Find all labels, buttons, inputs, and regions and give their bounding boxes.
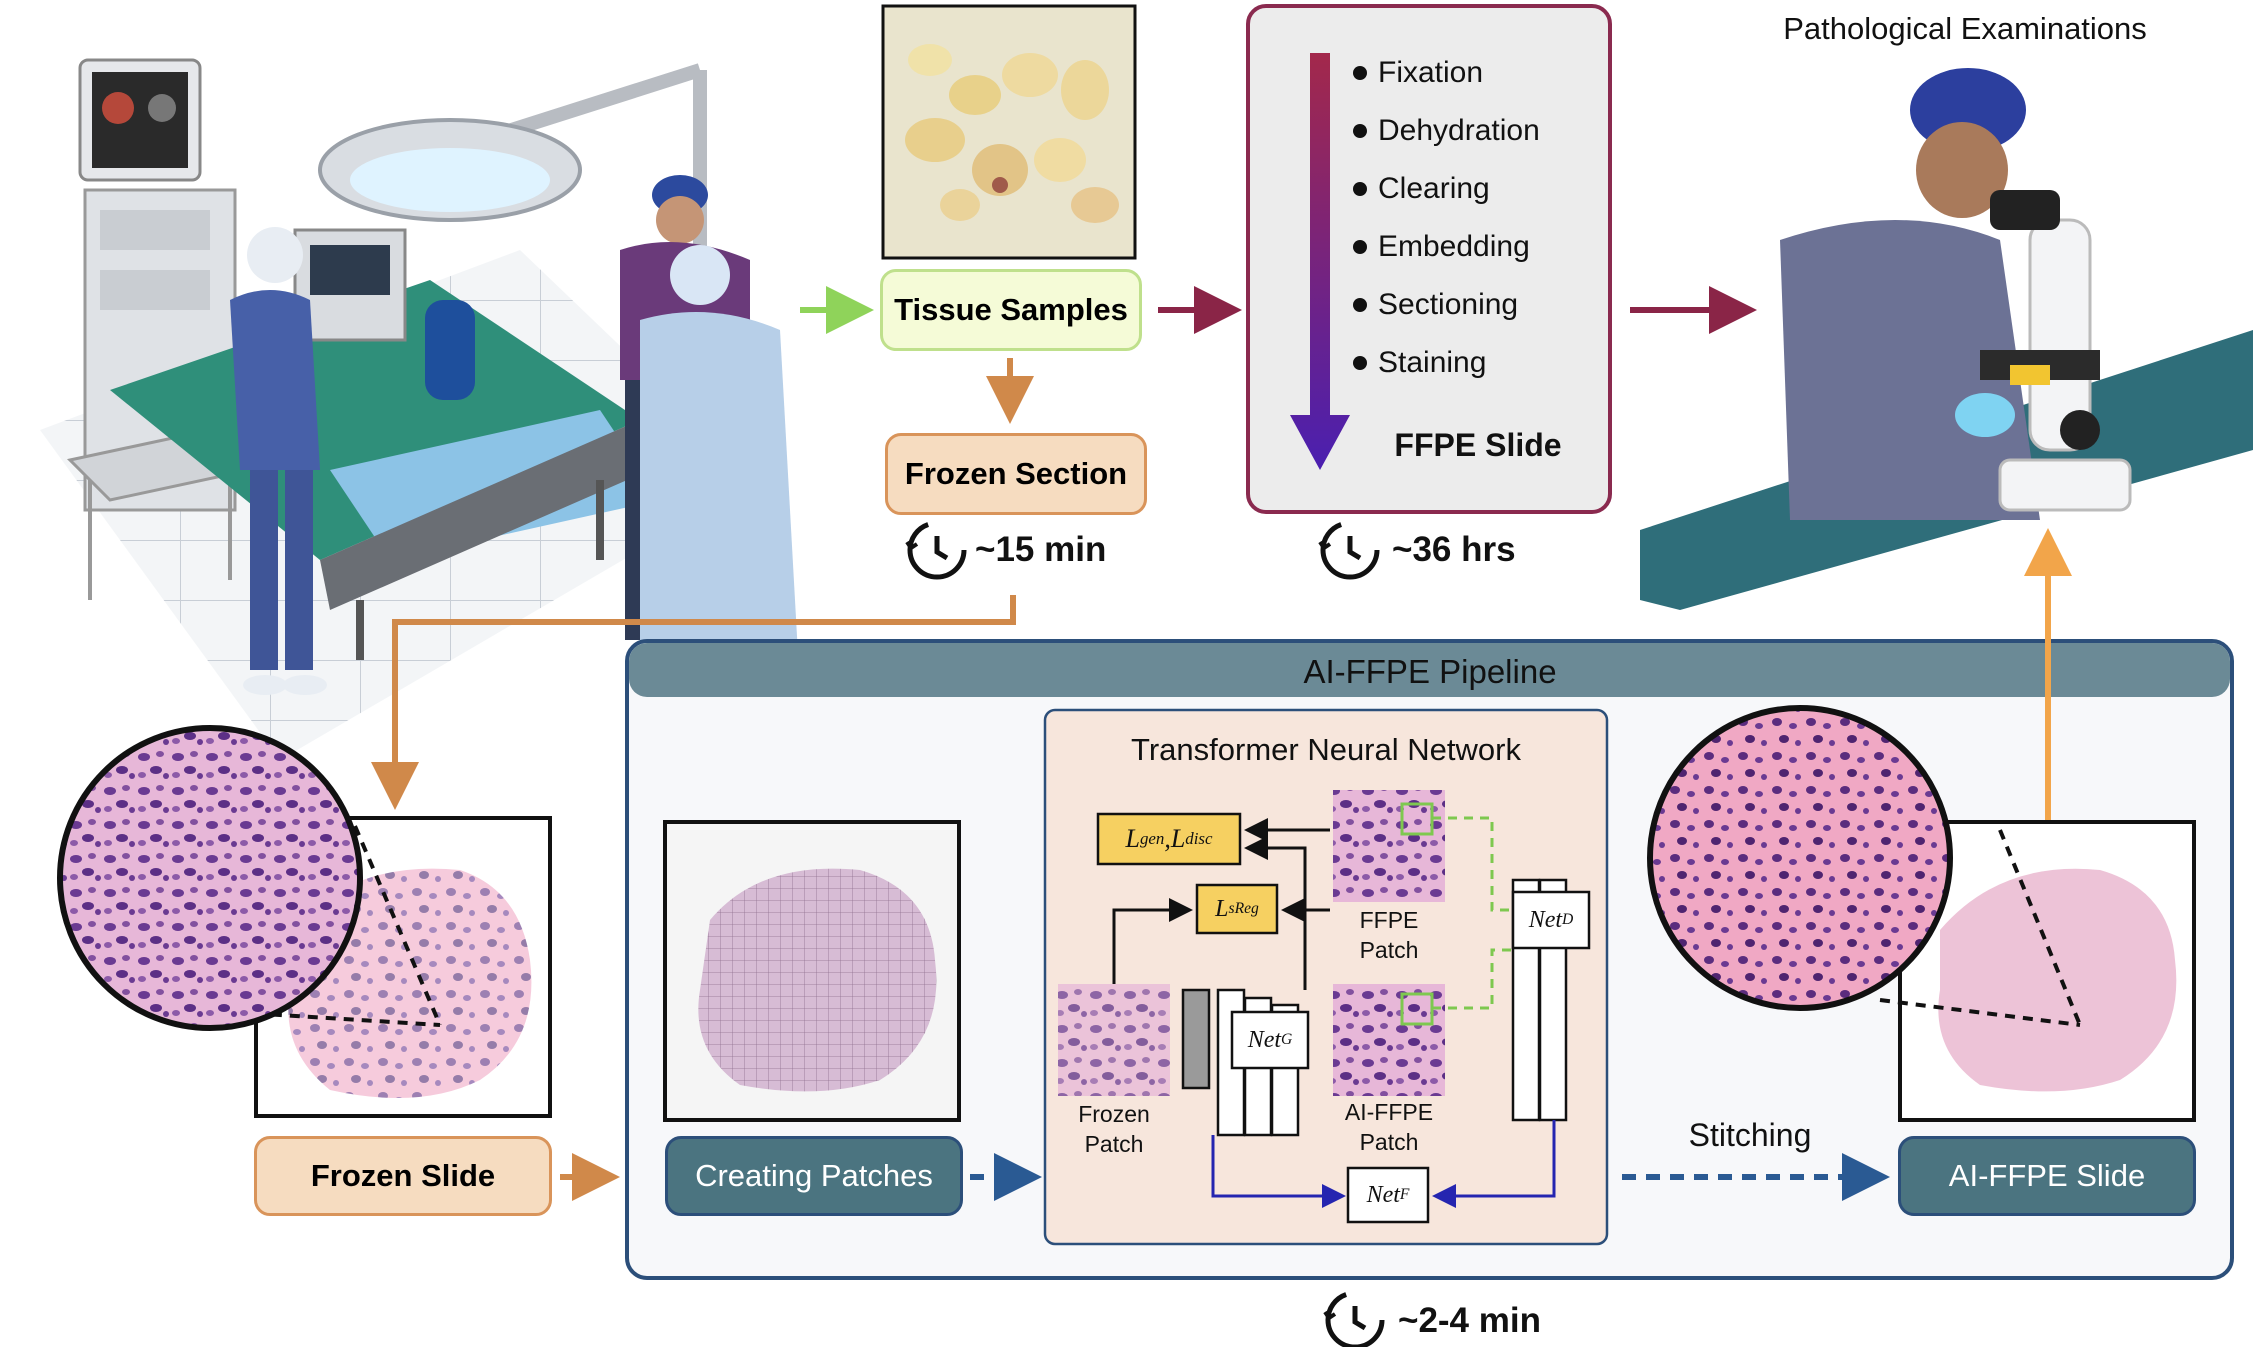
nurse-figure <box>230 227 327 695</box>
ffpe-step-fixation: Fixation <box>1378 56 1484 89</box>
ai-ffpe-slide-label: AI-FFPE Slide <box>1948 1158 2146 1193</box>
ffpe-step-embedding: Embedding <box>1378 230 1530 263</box>
ai-ffpe-zoom-lens <box>1647 705 2082 1027</box>
net-f-block <box>1346 1166 1430 1224</box>
ffpe-step-staining: Staining <box>1378 346 1487 379</box>
frozen-slide-box: Frozen Slide <box>254 1136 552 1216</box>
tissue-samples-box: Tissue Samples <box>880 269 1142 351</box>
assistant-figure <box>640 245 800 720</box>
pathological-examinations-title: Pathological Examinations <box>1783 11 2147 46</box>
ffpe-step-bullet <box>1353 182 1367 196</box>
ffpe-time-label: ~36 hrs <box>1392 530 1516 569</box>
ffpe-process-arrow <box>1290 53 1350 470</box>
frozen-patch-image <box>1058 984 1170 1096</box>
transformer-title: Transformer Neural Network <box>1131 732 1521 767</box>
ffpe-process-box <box>1246 4 1612 514</box>
net-d-block <box>1511 878 1591 1122</box>
flow-arrows <box>371 286 2072 1201</box>
glove <box>1955 393 2015 437</box>
ffpe-patch-label-line1: FFPE <box>1359 906 1419 933</box>
frozen-zoom-lens <box>57 725 442 1031</box>
transformer-connectors <box>1112 816 1556 1208</box>
ai-ffpe-slide-box: AI-FFPE Slide <box>1898 1136 2196 1216</box>
ffpe-step-bullet <box>1353 298 1367 312</box>
ffpe-step-bullets <box>1353 66 1367 370</box>
creating-patches-box: Creating Patches <box>665 1136 963 1216</box>
ffpe-patch-image <box>1333 790 1445 902</box>
tissue-samples-label: Tissue Samples <box>894 292 1128 327</box>
frozen-patch-label-line1: Frozen <box>1078 1100 1150 1127</box>
patches-thumbnail <box>663 820 961 1122</box>
net-g-block <box>1181 988 1310 1137</box>
ai-ffpe-patch-label-line1: AI-FFPE <box>1344 1098 1434 1125</box>
ffpe-step-bullet <box>1353 356 1367 370</box>
pipeline-time-label: ~2-4 min <box>1398 1301 1541 1340</box>
operating-room-illustration <box>40 58 800 760</box>
frozen-section-box: Frozen Section <box>885 433 1147 515</box>
ffpe-step-sectioning: Sectioning <box>1378 288 1519 321</box>
pipeline-header <box>629 643 2230 697</box>
stopwatch-icon <box>905 520 967 580</box>
ai-ffpe-patch-image <box>1333 984 1445 1096</box>
ffpe-step-bullet <box>1353 124 1367 138</box>
stopwatch-icon <box>1318 520 1380 580</box>
stopwatch-icon <box>1323 1290 1385 1347</box>
ffpe-patch-label-line2: Patch <box>1359 936 1419 963</box>
ffpe-step-clearing: Clearing <box>1378 172 1490 205</box>
ffpe-step-dehydration: Dehydration <box>1378 114 1540 147</box>
loss-gen-disc-box <box>1096 812 1242 866</box>
ai-ffpe-patch-label-line2: Patch <box>1359 1128 1419 1155</box>
frozen-time-label: ~15 min <box>975 530 1107 569</box>
frozen-slide-label: Frozen Slide <box>310 1158 496 1193</box>
pathologist-head <box>1916 122 2008 218</box>
ffpe-step-bullet <box>1353 240 1367 254</box>
pathologist-illustration <box>1640 68 2253 610</box>
ffpe-step-bullet <box>1353 66 1367 80</box>
frozen-patch-label-line2: Patch <box>1084 1130 1144 1157</box>
pipeline-title: AI-FFPE Pipeline <box>1303 653 1557 690</box>
stitching-label: Stitching <box>1688 1116 1812 1153</box>
tissue-sample-photo <box>881 4 1137 260</box>
scrubs <box>1780 220 2040 520</box>
loss-sreg-box <box>1195 883 1279 935</box>
anesthesia-machine <box>293 228 407 342</box>
creating-patches-label: Creating Patches <box>695 1158 933 1193</box>
frozen-section-label: Frozen Section <box>904 456 1128 491</box>
oxygen-cylinder <box>425 300 475 400</box>
microscope <box>1980 190 2132 512</box>
ffpe-slide-label: FFPE Slide <box>1394 426 1562 463</box>
